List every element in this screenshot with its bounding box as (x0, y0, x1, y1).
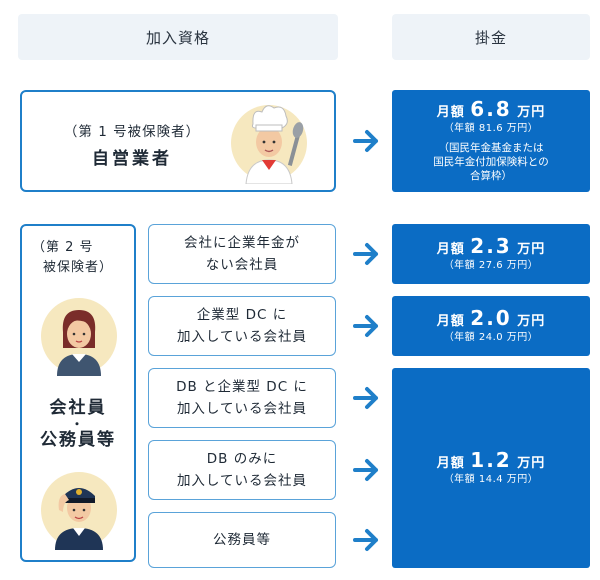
note-line: 国民年金付加保険料との (433, 155, 549, 168)
self-employed-card: （第 1 号被保険者） 自営業者 (20, 90, 336, 192)
amount-box-no-corporate-pension: 月額 2.3 万円 （年額 27.6 万円） (392, 224, 590, 284)
annual-amount: （年額 81.6 万円） (443, 122, 539, 134)
amount-prefix: 月額 (436, 313, 465, 329)
amount-value: 2.0 (470, 305, 512, 330)
civil-servant-avatar-icon (41, 472, 117, 550)
amount-value: 1.2 (470, 447, 512, 472)
self-employed-category: （第 1 号被保険者） (63, 124, 201, 140)
subcategory-line: 加入している会社員 (176, 473, 308, 489)
eligibility-header-label: 加入資格 (145, 28, 210, 47)
arrow-right-icon (353, 459, 378, 481)
contribution-header: 掛金 (392, 14, 590, 60)
subcategory-line: 公務員等 (213, 532, 271, 548)
amount-box-corporate-dc: 月額 2.0 万円 （年額 24.0 万円） (392, 296, 590, 356)
office-worker-avatar-icon (41, 298, 117, 376)
amount-prefix: 月額 (436, 455, 465, 471)
amount-value: 6.8 (470, 96, 512, 121)
note-line: （国民年金基金または (438, 141, 544, 154)
amount-unit: 万円 (517, 104, 546, 120)
subcategory-line: DB と企業型 DC に (176, 379, 308, 395)
self-employed-amount-box: 月額 6.8 万円 （年額 81.6 万円） （国民年金基金または 国民年金付加… (392, 90, 590, 192)
employees-title-dot: ・ (70, 417, 85, 431)
contribution-header-label: 掛金 (474, 28, 507, 47)
subcategory-no-corporate-pension: 会社に企業年金が ない会社員 (148, 224, 336, 284)
subcategory-civil-servants: 公務員等 (148, 512, 336, 568)
employees-card: （第 2 号 被保険者） 会社員 ・ 公務員等 (20, 224, 136, 562)
chef-avatar-icon (231, 105, 307, 184)
note-line: 合算枠） (470, 169, 512, 182)
subcategory-line: ない会社員 (205, 257, 279, 273)
subcategory-line: 加入している会社員 (176, 329, 308, 345)
subcategory-db-only: DB のみに 加入している会社員 (148, 440, 336, 500)
arrow-right-icon (353, 387, 378, 409)
note-text: （国民年金基金または 国民年金付加保険料との 合算枠） (433, 141, 548, 183)
amount-box-db-and-civil-servants: 月額 1.2 万円 （年額 14.4 万円） (392, 368, 590, 568)
eligibility-header: 加入資格 (18, 14, 338, 60)
arrow-right-icon (353, 529, 378, 551)
amount-unit: 万円 (517, 455, 546, 471)
arrow-right-icon (353, 315, 378, 337)
subcategory-line: 企業型 DC に (196, 307, 288, 323)
employees-category: （第 2 号 被保険者） (22, 238, 134, 278)
employees-category-line: （第 2 号 (32, 240, 94, 255)
subcategory-line: 会社に企業年金が (184, 235, 300, 251)
employees-title-line: 会社員 (49, 398, 107, 418)
annual-amount: （年額 14.4 万円） (443, 473, 539, 485)
amount-value: 2.3 (470, 233, 512, 258)
amount-unit: 万円 (517, 313, 546, 329)
employees-category-line: 被保険者） (42, 260, 113, 275)
arrow-right-icon (353, 243, 378, 265)
amount-prefix: 月額 (436, 241, 465, 257)
annual-amount: （年額 27.6 万円） (443, 259, 539, 271)
annual-amount: （年額 24.0 万円） (443, 331, 539, 343)
subcategory-corporate-dc: 企業型 DC に 加入している会社員 (148, 296, 336, 356)
employees-title: 会社員 ・ 公務員等 (22, 398, 134, 450)
amount-unit: 万円 (517, 241, 546, 257)
subcategory-line: 加入している会社員 (176, 401, 308, 417)
subcategory-line: DB のみに (206, 451, 278, 467)
subcategory-db-and-dc: DB と企業型 DC に 加入している会社員 (148, 368, 336, 428)
employees-title-line: 公務員等 (40, 430, 116, 450)
arrow-right-icon (353, 130, 378, 152)
self-employed-title: 自営業者 (92, 149, 172, 169)
amount-prefix: 月額 (436, 104, 465, 120)
